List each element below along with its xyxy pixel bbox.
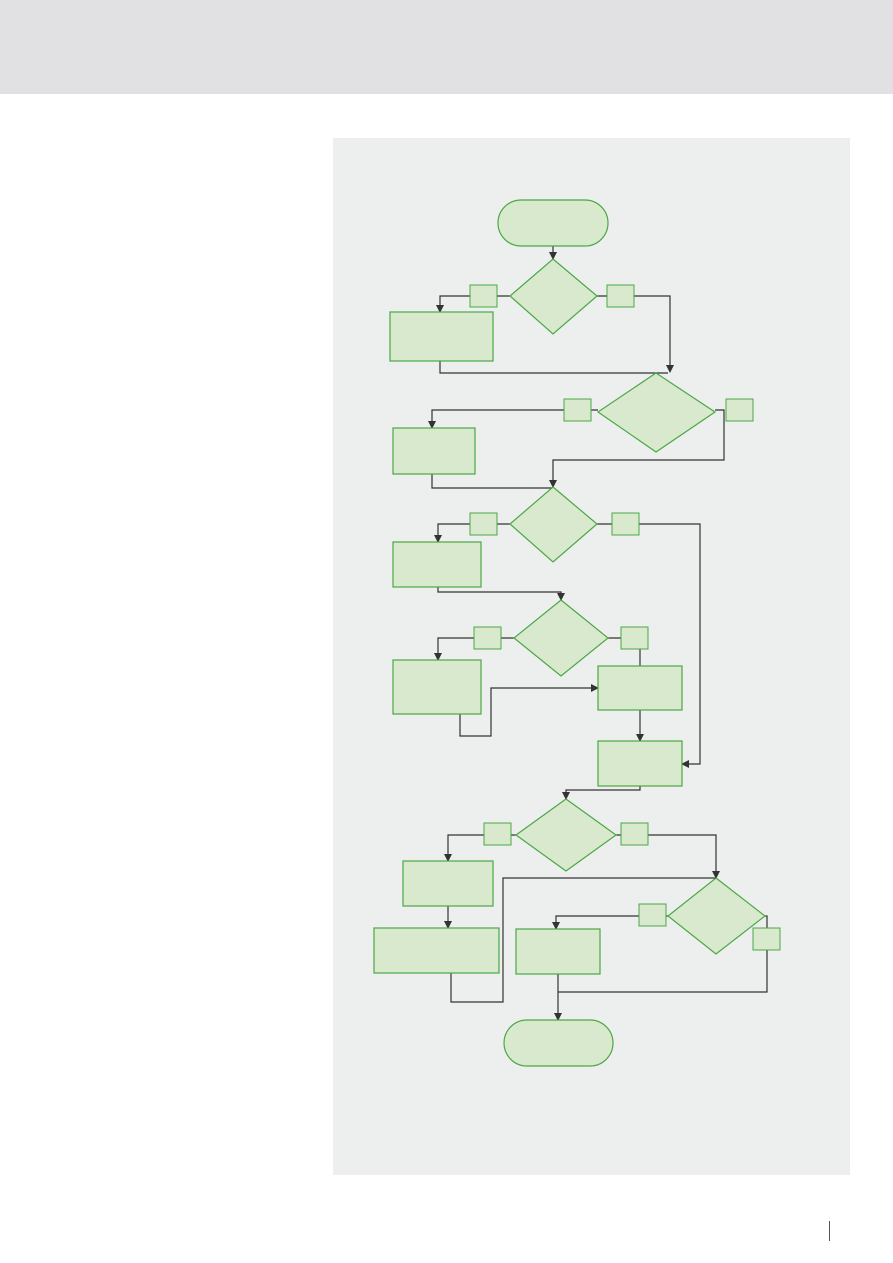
connector-process-6-to-decision-5 [562, 786, 641, 800]
connectors [428, 246, 768, 1021]
connector-process-2-merge [431, 474, 552, 489]
flowchart-panel [333, 138, 850, 1175]
decision-2 [596, 372, 717, 453]
decision-6 [667, 877, 766, 955]
edge-label-d1-right [606, 284, 635, 308]
process-5 [597, 665, 683, 711]
start-terminator [497, 199, 609, 247]
connector-decision-5-right [616, 834, 720, 879]
header-band [0, 0, 893, 94]
edge-label-d3-right [611, 512, 640, 536]
process-3 [392, 541, 482, 588]
process-4 [392, 659, 482, 715]
edge-label-d3-left [469, 512, 498, 536]
edge-label-d4-left [473, 626, 502, 650]
process-7 [402, 860, 494, 907]
edge-label-d6-left [638, 903, 667, 927]
process-6 [597, 740, 683, 787]
nodes [373, 199, 766, 1067]
connector-process-3-to-decision-4 [437, 587, 565, 601]
process-1 [389, 311, 494, 362]
edge-label-d5-right [620, 822, 649, 846]
edge-label-d6-right [752, 927, 781, 951]
edge-label-d5-left [483, 822, 512, 846]
connector-process-8-loop [450, 877, 716, 1003]
connector-process-4-to-process-5 [459, 684, 599, 737]
decision-5 [514, 798, 618, 872]
connector-decision-3-right [597, 523, 701, 768]
process-8 [373, 927, 500, 974]
decision-4 [513, 599, 609, 677]
connector-process-1-merge [439, 361, 668, 374]
process-9 [515, 928, 601, 975]
process-2 [392, 427, 476, 475]
edge-label-boxes [469, 284, 781, 951]
edge-label-d2-left [563, 398, 592, 422]
edge-label-d2-right [725, 398, 754, 422]
decision-3 [509, 486, 598, 563]
edge-label-d1-left [469, 284, 498, 308]
decision-1 [509, 258, 598, 335]
end-terminator [503, 1019, 614, 1067]
page-number-rule [829, 1221, 830, 1241]
connector-decision-6-left [552, 915, 668, 930]
connector-decision-6-right [558, 915, 768, 993]
connector-decision-2-left [428, 409, 598, 429]
edge-label-d4-right [620, 626, 649, 650]
connector-decision-2-right [549, 409, 725, 488]
